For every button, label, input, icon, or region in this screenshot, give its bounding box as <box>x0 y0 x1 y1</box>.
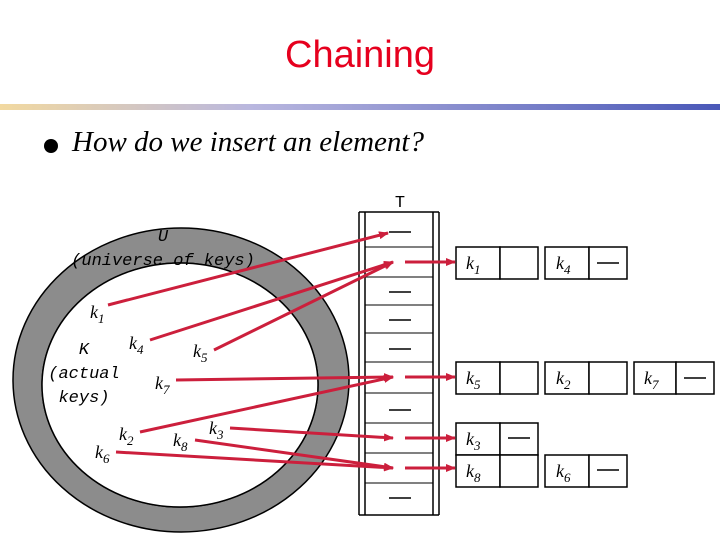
chain-label-k1: k1 <box>466 253 481 277</box>
chain-node-k3-pointer <box>499 422 539 456</box>
chain-node-k1-pointer <box>499 246 539 280</box>
chain-node-k6-pointer <box>588 454 628 488</box>
table-label: T <box>395 194 405 213</box>
universe-label-text: (universe of keys) <box>71 252 255 271</box>
hash-table <box>358 211 440 516</box>
chain-label-k8: k8 <box>466 461 481 485</box>
hash-arrow-k5 <box>213 260 394 352</box>
chain-label-k6: k6 <box>556 461 571 485</box>
universe-key-k7: k7 <box>155 373 170 397</box>
bullet-text: How do we insert an element? <box>72 126 424 158</box>
bullet-icon <box>44 139 58 153</box>
hash-arrow-k6 <box>115 450 394 472</box>
universe-key-k8: k8 <box>173 430 188 454</box>
universe-key-k6: k6 <box>95 442 110 466</box>
universe-key-k4: k4 <box>129 333 144 357</box>
chain-node-k8-pointer <box>499 454 539 488</box>
hash-arrow-k1 <box>107 231 389 307</box>
hash-arrow-k4 <box>149 260 394 342</box>
hash-arrow-k2 <box>139 375 394 434</box>
chain-node-k5 <box>455 361 501 395</box>
chain-node-k3 <box>455 422 501 456</box>
hash-arrow-k7 <box>175 373 394 382</box>
actual-keys-text-2: keys) <box>58 389 109 408</box>
chain-node-k4 <box>544 246 590 280</box>
chain-label-k2: k2 <box>556 368 571 392</box>
universe-key-k2: k2 <box>119 424 134 448</box>
slide-title: Chaining <box>285 34 435 76</box>
chain-label-k3: k3 <box>466 429 481 453</box>
chain-node-k5-pointer <box>499 361 539 395</box>
actual-keys-region <box>41 262 319 508</box>
universe-key-k1: k1 <box>90 302 105 326</box>
chain-label-k7: k7 <box>644 368 659 392</box>
chain-label-k4: k4 <box>556 253 571 277</box>
hash-arrow-k8 <box>194 438 394 471</box>
actual-keys-letter: K <box>79 341 90 360</box>
universe-key-k3: k3 <box>209 418 224 442</box>
chain-label-k5: k5 <box>466 368 481 392</box>
hash-arrow-k3 <box>229 426 394 442</box>
chain-node-k6 <box>544 454 590 488</box>
universe-label-letter: U <box>158 228 169 247</box>
chain-node-k8 <box>455 454 501 488</box>
actual-keys-text-1: (actual <box>48 365 119 384</box>
chain-node-k2-pointer <box>588 361 628 395</box>
title-divider <box>0 104 720 110</box>
universe-key-k5: k5 <box>193 341 208 365</box>
chain-nodes <box>455 246 715 488</box>
